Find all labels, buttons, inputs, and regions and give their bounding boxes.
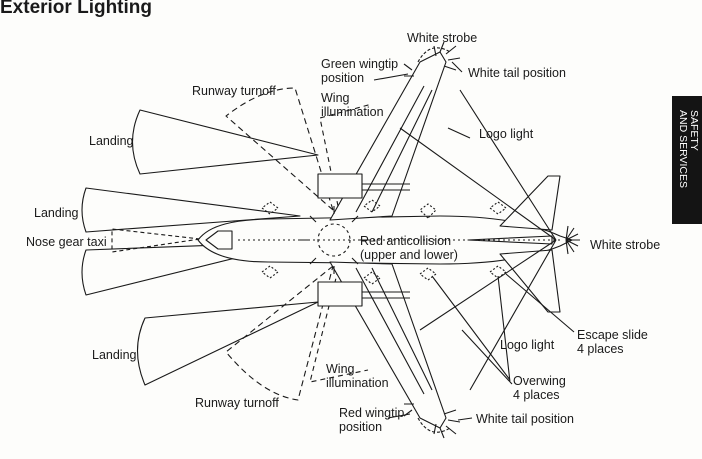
label-white-strobe-top: White strobe bbox=[407, 31, 478, 45]
label-runway-turnoff-top: Runway turnoff bbox=[192, 84, 276, 98]
leader-white-tail-top bbox=[451, 61, 463, 73]
label-landing-top: Landing bbox=[89, 134, 134, 148]
label-escape-slide-line2: 4 places bbox=[577, 342, 624, 356]
runway-turnoff-beam-lower bbox=[225, 265, 334, 401]
nose-gear-taxi-beam bbox=[111, 228, 201, 253]
leader-logo-light-top bbox=[447, 127, 471, 139]
label-nose-gear-taxi: Nose gear taxi bbox=[26, 235, 107, 249]
label-landing-mid: Landing bbox=[34, 206, 79, 220]
escape-slide-leader bbox=[505, 273, 575, 333]
overwing-light-2 bbox=[419, 203, 437, 219]
overwing-leader-lines bbox=[431, 275, 513, 385]
leader-green-wingtip bbox=[373, 73, 409, 81]
runway-turnoff-beam-upper bbox=[225, 87, 334, 211]
escape-slide-light-1 bbox=[261, 201, 279, 215]
label-white-tail-bottom: White tail position bbox=[476, 412, 574, 426]
escape-slide-light-2 bbox=[261, 265, 279, 279]
label-white-strobe-tail: White strobe bbox=[590, 238, 661, 252]
section-tab-line-1: SAFETY bbox=[688, 110, 700, 151]
label-red-wingtip-line1: Red wingtip bbox=[339, 406, 405, 420]
label-logo-light-top: Logo light bbox=[479, 127, 534, 141]
label-red-anticollision-line2: (upper and lower) bbox=[360, 248, 458, 262]
leader-white-tail-bottom bbox=[457, 417, 473, 421]
escape-slide-light-3 bbox=[489, 201, 507, 215]
overwing-light-3 bbox=[363, 271, 381, 285]
logo-light-beams-lower bbox=[419, 239, 557, 391]
engine-upper bbox=[317, 173, 363, 199]
landing-beam-center-upper bbox=[81, 187, 301, 233]
label-wing-illumination-bottom-line1: Wing bbox=[326, 362, 355, 376]
section-tab-label: SAFETY AND SERVICES bbox=[675, 110, 700, 188]
section-tab bbox=[672, 96, 702, 224]
vertical-fin-top-view bbox=[467, 235, 553, 245]
overwing-light-1 bbox=[363, 199, 381, 213]
wing-upper-flap bbox=[355, 85, 433, 213]
pylon-upper bbox=[362, 183, 410, 191]
label-green-wingtip-line2: position bbox=[321, 71, 365, 85]
overwing-light-4 bbox=[419, 267, 437, 281]
page-title: Exterior Lighting bbox=[0, 0, 152, 18]
label-red-wingtip-line2: position bbox=[339, 420, 383, 434]
label-wing-illumination-top-line2: illumination bbox=[321, 105, 384, 119]
section-tab-line-2: AND SERVICES bbox=[677, 110, 689, 188]
stabilizer-lower bbox=[499, 249, 561, 313]
logo-light-beams-upper bbox=[399, 89, 557, 241]
label-wing-illumination-top-line1: Wing bbox=[321, 91, 350, 105]
label-wing-illumination-bottom-line2: illumination bbox=[326, 376, 389, 390]
cockpit-windows bbox=[205, 230, 233, 250]
white-strobe-tail-light bbox=[565, 225, 580, 255]
label-overwing-line1: Overwing bbox=[513, 374, 566, 388]
red-anticollision-light bbox=[300, 206, 368, 274]
label-escape-slide-line1: Escape slide bbox=[577, 328, 648, 342]
pylon-lower bbox=[362, 291, 410, 299]
label-red-anticollision-line1: Red anticollision bbox=[360, 234, 452, 248]
label-logo-light-bottom: Logo light bbox=[500, 338, 555, 352]
engine-lower bbox=[317, 281, 363, 307]
stabilizer-upper bbox=[499, 175, 561, 231]
wing-lower-flap bbox=[355, 267, 433, 395]
label-runway-turnoff-bottom: Runway turnoff bbox=[195, 396, 279, 410]
landing-beam-lower bbox=[137, 301, 319, 386]
label-landing-bottom: Landing bbox=[92, 348, 137, 362]
label-green-wingtip-line1: Green wingtip bbox=[321, 57, 399, 71]
wingtip-upper-lights bbox=[403, 41, 461, 77]
label-overwing-line2: 4 places bbox=[513, 388, 560, 402]
leader-red-wingtip bbox=[387, 413, 411, 419]
wing-illumination-beam-lower bbox=[309, 269, 369, 383]
label-white-tail-top: White tail position bbox=[468, 66, 566, 80]
landing-beam-upper bbox=[132, 109, 319, 175]
